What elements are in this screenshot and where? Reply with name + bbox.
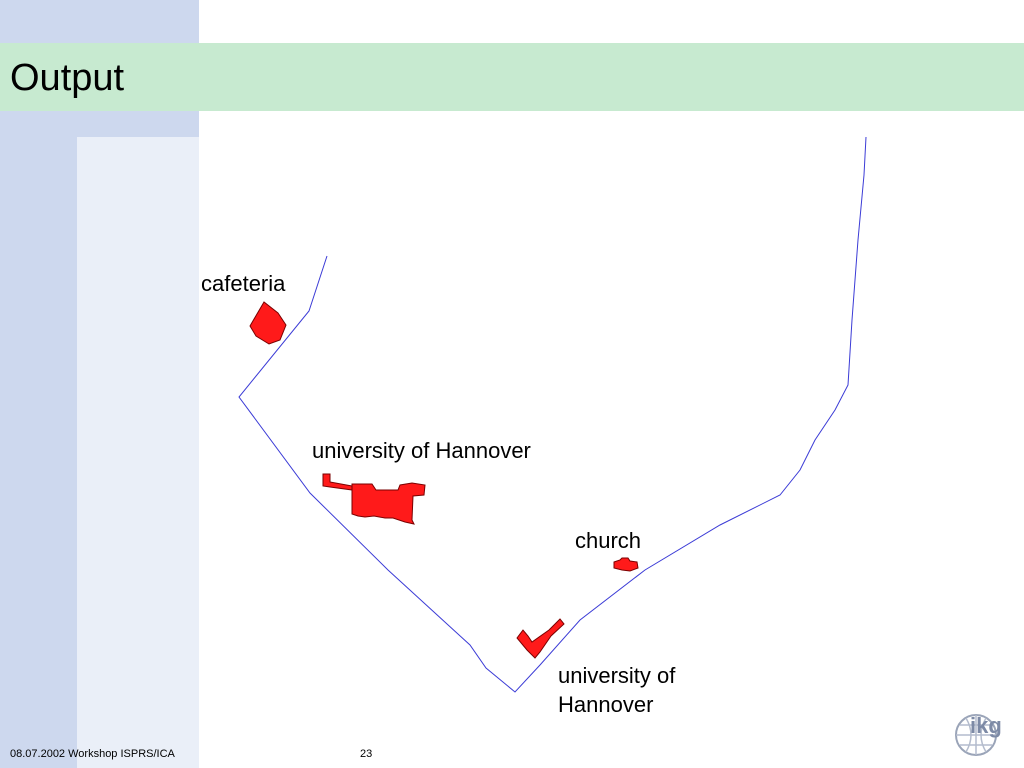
page-number: 23 — [360, 748, 373, 760]
building-cafeteria — [249, 301, 287, 345]
building-university-south — [516, 618, 565, 659]
logo-text: ikg — [970, 713, 1002, 738]
route-line — [238, 136, 867, 693]
footer-date-workshop: 08.07.2002 Workshop ISPRS/ICA — [10, 748, 175, 760]
building-university-complex — [322, 473, 426, 525]
label-university-2-line2: Hannover — [558, 692, 653, 717]
label-church: church — [575, 528, 641, 553]
slide-title: Output — [10, 57, 125, 99]
globe-grid-icon — [955, 714, 997, 756]
title-bar — [0, 43, 1024, 111]
label-university-1: university of Hannover — [312, 438, 531, 463]
label-cafeteria: cafeteria — [201, 271, 286, 296]
ikg-logo: ikg — [955, 713, 1002, 756]
left-decor-inner-band — [77, 137, 199, 768]
label-university-2-line1: university of — [558, 663, 676, 688]
building-church — [613, 557, 639, 572]
